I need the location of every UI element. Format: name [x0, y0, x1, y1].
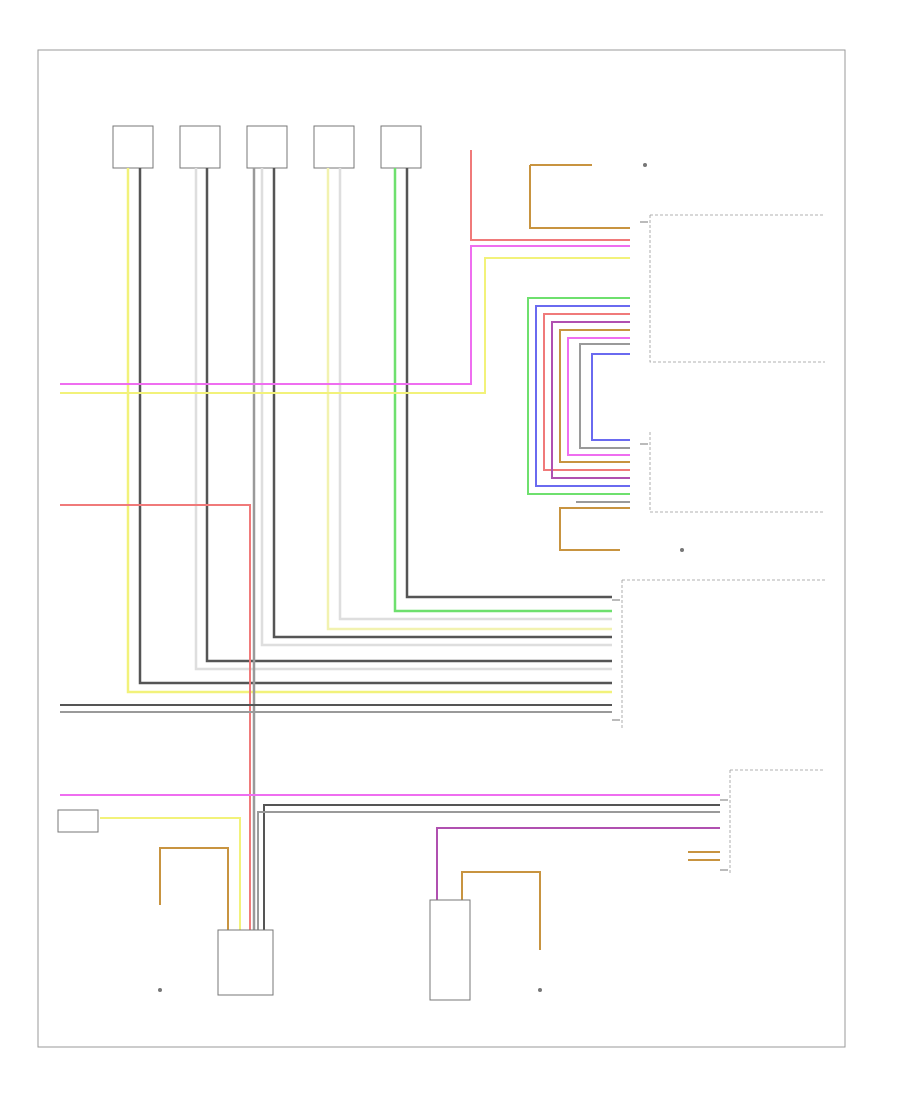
ground-points: [158, 988, 542, 992]
top-connectors: [112, 125, 422, 169]
ground-symbol-mid: [680, 548, 684, 552]
wire-gray-2: [194, 168, 612, 671]
wire-brown-m2: [559, 507, 630, 551]
clamp-box: [217, 929, 274, 996]
bracket-3: [621, 579, 825, 728]
wire-white-4: [338, 168, 612, 621]
wire-yellow-low: [100, 817, 241, 930]
ground-point-1: [158, 988, 162, 992]
wire-blue-m1: [535, 305, 630, 487]
wire-red-left: [60, 504, 251, 930]
wire-black-low: [263, 804, 720, 930]
vertical-wires: [126, 168, 612, 930]
wire-pink-m1b: [567, 337, 630, 456]
top-connector-3: [246, 125, 288, 169]
module1-wires: [60, 245, 630, 551]
wire-black-3: [272, 168, 612, 639]
top-right-components: [470, 150, 630, 241]
top-connector-4: [313, 125, 355, 169]
wire-green-5: [393, 168, 612, 613]
wire-black-5: [405, 168, 612, 599]
wire-brown-m1: [559, 329, 630, 463]
top-connector-5: [380, 125, 422, 169]
ground-symbol-top: [643, 163, 647, 167]
wire-green-m1: [527, 297, 630, 495]
wire-gray-low: [257, 811, 720, 930]
switch-box: [429, 899, 471, 1001]
wire-violet-low: [436, 827, 720, 900]
module-brackets: [621, 214, 825, 875]
bracket-4: [729, 769, 825, 875]
lower-wires: [60, 794, 720, 950]
sensor-left: [57, 809, 99, 833]
module3-wires: [60, 704, 612, 713]
diagram-frame: [37, 49, 846, 1048]
wire-brown-top: [529, 165, 630, 229]
wire-yellow-1: [126, 168, 612, 694]
bracket-1: [649, 214, 825, 363]
wire-pink-m1: [60, 245, 630, 385]
bracket-2: [649, 432, 825, 513]
wire-black-2: [205, 168, 612, 663]
top-connector-1: [112, 125, 154, 169]
wire-brown-low1: [159, 847, 229, 930]
wire-white-3: [260, 168, 612, 647]
wire-yellow-4: [326, 168, 612, 631]
wire-blue-m1b: [591, 353, 630, 441]
wire-brown-low2: [461, 871, 541, 950]
pin-marks: [612, 221, 728, 871]
ground-point-2: [538, 988, 542, 992]
top-connector-2: [179, 125, 221, 169]
bottom-components: [57, 809, 471, 1001]
wire-violet-m1: [551, 321, 630, 479]
wire-red-top: [470, 150, 630, 241]
wire-yellow-m1: [60, 257, 630, 394]
wire-black-1: [138, 168, 612, 685]
wire-gray-m1: [579, 343, 630, 449]
wire-red-m1: [543, 313, 630, 471]
